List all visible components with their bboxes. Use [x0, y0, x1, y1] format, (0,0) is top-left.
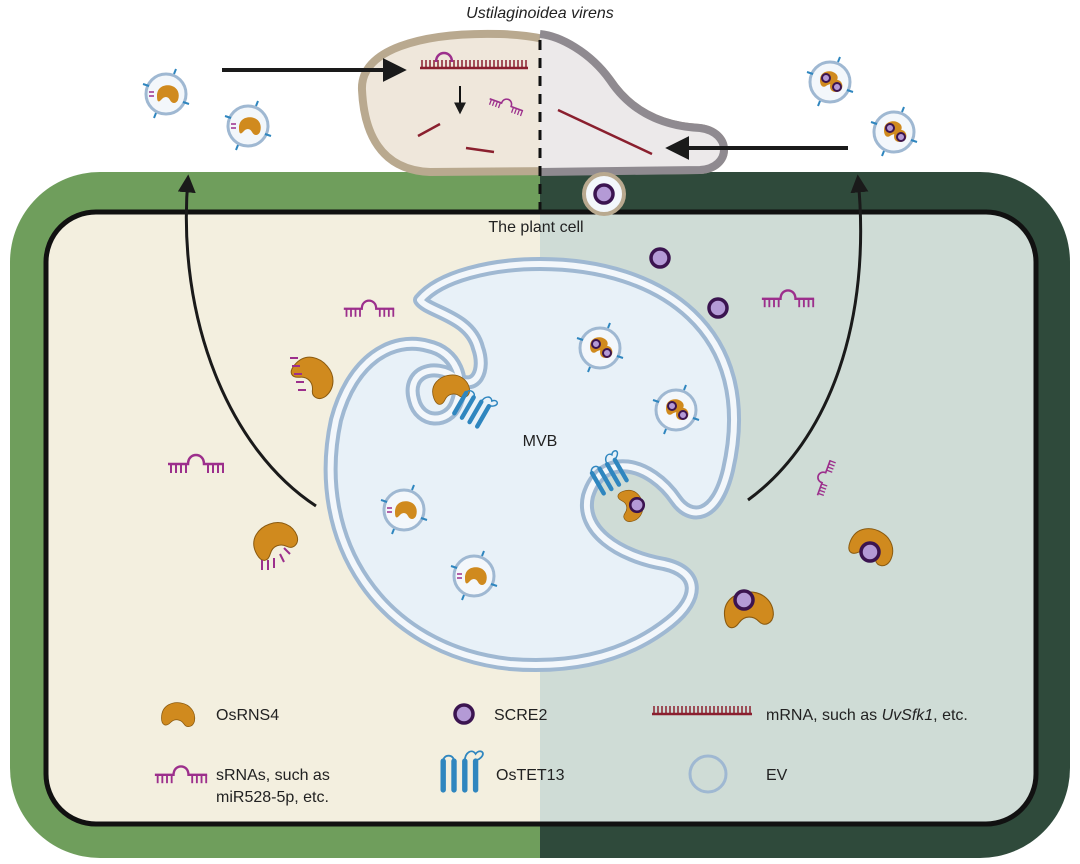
legend-item-srna: sRNAs, such as miR528-5p, etc. [153, 765, 330, 806]
scre2-icon [453, 703, 475, 725]
fungus-label: Ustilaginoidea virens [466, 5, 614, 22]
mvb [323, 257, 741, 673]
legend-item-ev: EV [688, 754, 788, 794]
legend: OsRNS4 SCRE2 mRNA, such as UvSfk1, etc. … [153, 702, 968, 806]
legend-item-ostet13: OsTET13 [443, 751, 565, 790]
mrna-with-srna-bound [420, 51, 528, 70]
scre2 [707, 297, 729, 319]
legend-label-ev: EV [766, 767, 788, 784]
ev-extracellular [223, 99, 273, 152]
legend-item-scre2: SCRE2 [453, 703, 547, 725]
osrns4-with-srna [286, 348, 343, 403]
mvb-label: MVB [523, 433, 558, 450]
mrna-fragment [417, 122, 441, 138]
plant-cell-label: The plant cell [488, 219, 583, 236]
legend-label-ostet13: OsTET13 [496, 767, 565, 784]
fungus-cell [357, 29, 728, 177]
left-export-arrow [177, 174, 317, 508]
scre2 [649, 247, 671, 269]
legend-item-mrna: mRNA, such as UvSfk1, etc. [652, 706, 968, 724]
right-export-arrow [747, 174, 869, 502]
osrns4-with-srna [246, 514, 302, 570]
fungus-wall-right [539, 30, 728, 176]
legend-label-mrna: mRNA, such as UvSfk1, etc. [766, 707, 968, 724]
mrna-fragment [465, 146, 495, 154]
ev-extracellular [869, 105, 919, 158]
legend-label-osrns4: OsRNS4 [216, 707, 279, 724]
scre2-entry-vesicle [582, 172, 626, 216]
ev-icon [688, 754, 728, 794]
mrna-icon [652, 706, 752, 716]
ev-extracellular [805, 55, 855, 108]
legend-label-srna-line2: miR528-5p, etc. [216, 789, 329, 806]
fungus-contents [417, 51, 653, 156]
legend-label-scre2: SCRE2 [494, 707, 547, 724]
ev-extracellular [141, 67, 191, 120]
mrna-in-fungus [557, 108, 653, 156]
legend-item-osrns4: OsRNS4 [161, 702, 279, 728]
legend-label-srna-line1: sRNAs, such as [216, 767, 330, 784]
